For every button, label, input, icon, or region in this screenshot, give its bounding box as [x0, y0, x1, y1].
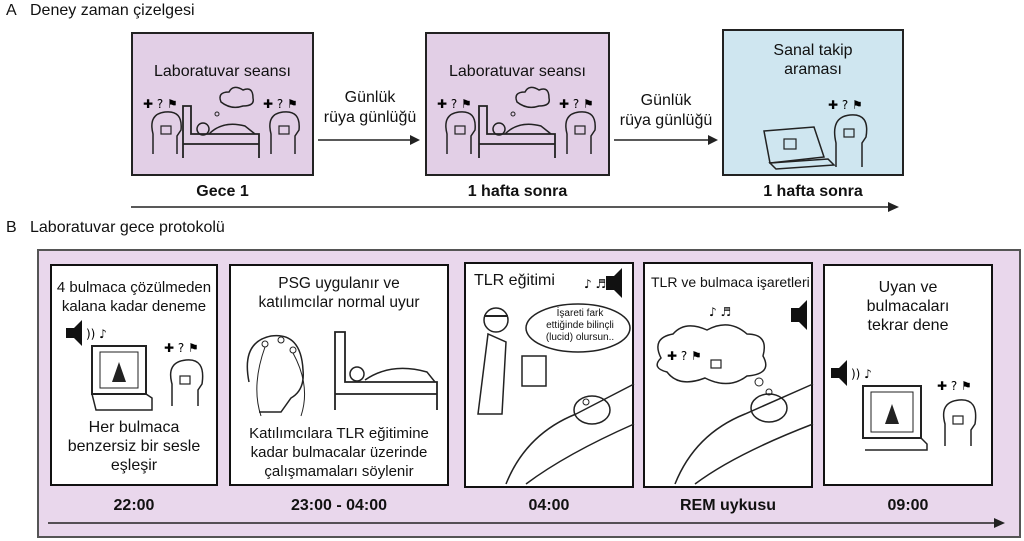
sleeping-scene-icon: ✚ ? ⚑ ✚ ? ⚑ [143, 86, 300, 158]
svg-text:✚ ? ⚑: ✚ ? ⚑ [164, 341, 199, 355]
diary-label-2: Günlük rüya günlüğü [619, 92, 713, 129]
virtual-followup-box: Sanal takip araması ✚ ? ⚑ [722, 29, 904, 176]
svg-text:✚ ? ⚑: ✚ ? ⚑ [667, 349, 702, 363]
panel-1-bottom-text: Her bulmaca benzersiz bir sesle eşleşir [67, 419, 201, 474]
section-a-letter: A [6, 2, 17, 19]
svg-text:)) ♪: )) ♪ [851, 367, 872, 381]
panel-4-top-text: TLR ve bulmaca işaretleri [651, 274, 810, 290]
panel-3-top-text: TLR eğitimi [474, 272, 555, 289]
section-a-title: Deney zaman çizelgesi [30, 2, 195, 19]
panel-2-top-text: PSG uygulanır ve katılımcılar normal uyu… [258, 275, 420, 311]
lab-session-title: Laboratuvar seansı [154, 63, 291, 80]
time-label-1: 22:00 [113, 497, 155, 514]
lab-session-box-2: Laboratuvar seansı ✚ ? ⚑ ✚ ? ⚑ [425, 32, 610, 176]
rem-cue-dream-icon: ♪ ♬ ✚ ? ⚑ [656, 300, 814, 485]
timeline-label-1: Gece 1 [196, 183, 249, 200]
svg-text:✚ ? ⚑: ✚ ? ⚑ [263, 97, 298, 111]
sleeping-scene-icon: ✚ ? ⚑ ✚ ? ⚑ [437, 86, 596, 158]
laptop-call-icon: ✚ ? ⚑ [763, 98, 868, 170]
protocol-panel-4: TLR ve bulmaca işaretleri ♪ ♬ ✚ ? ⚑ [643, 262, 814, 488]
time-label-2: 23:00 - 04:00 [290, 497, 388, 514]
psg-sleep-icon [246, 331, 438, 417]
lab-session-box-1: Laboratuvar seansı ✚ ? ⚑ ✚ ? ⚑ [131, 32, 314, 176]
time-label-3: 04:00 [528, 497, 570, 514]
puzzle-monitor-icon: )) ♪ ✚ ? ⚑ [66, 320, 204, 411]
diary-label-1: Günlük rüya günlüğü [323, 89, 417, 126]
svg-text:✚ ? ⚑: ✚ ? ⚑ [143, 97, 178, 111]
timeline-label-3: 1 hafta sonra [763, 183, 863, 200]
time-label-4: REM uykusu [679, 497, 776, 514]
section-b-title: Laboratuvar gece protokolü [30, 219, 225, 236]
protocol-panel-2: PSG uygulanır ve katılımcılar normal uyu… [229, 264, 449, 486]
protocol-panel-5: Uyan ve bulmacaları tekrar dene )) ♪ ✚ ?… [823, 264, 993, 486]
tlr-speech-bubble: İşareti fark ettiğinde bilinçli (lucid) … [545, 308, 615, 343]
protocol-panel-1: 4 bulmaca çözülmeden kalana kadar deneme… [50, 264, 218, 486]
panel-2-bottom-text: Katılımcılara TLR eğitimine kadar bulmac… [249, 425, 429, 480]
protocol-panel-3: TLR eğitimi ♪ ♬ İşareti fark ettiğinde b… [464, 262, 635, 488]
panel-1-top-text: 4 bulmaca çözülmeden kalana kadar deneme [56, 279, 212, 315]
svg-text:✚ ? ⚑: ✚ ? ⚑ [437, 97, 472, 111]
svg-text:✚ ? ⚑: ✚ ? ⚑ [828, 98, 863, 112]
svg-text:✚ ? ⚑: ✚ ? ⚑ [559, 97, 594, 111]
panel-5-top-text: Uyan ve bulmacaları tekrar dene [866, 279, 950, 334]
svg-text:)) ♪: )) ♪ [86, 327, 107, 341]
section-b-letter: B [6, 219, 17, 236]
svg-text:♪ ♬: ♪ ♬ [709, 305, 731, 319]
timeline-label-2: 1 hafta sonra [467, 183, 568, 200]
svg-text:✚ ? ⚑: ✚ ? ⚑ [937, 379, 972, 393]
svg-text:♪ ♬: ♪ ♬ [584, 277, 606, 291]
puzzle-retry-icon: )) ♪ ✚ ? ⚑ [831, 360, 977, 451]
tlr-training-scene-icon: ♪ ♬ [477, 268, 635, 485]
time-label-5: 09:00 [887, 497, 929, 514]
virtual-followup-title: Sanal takip araması [773, 42, 853, 78]
lab-session-title: Laboratuvar seansı [449, 63, 586, 80]
